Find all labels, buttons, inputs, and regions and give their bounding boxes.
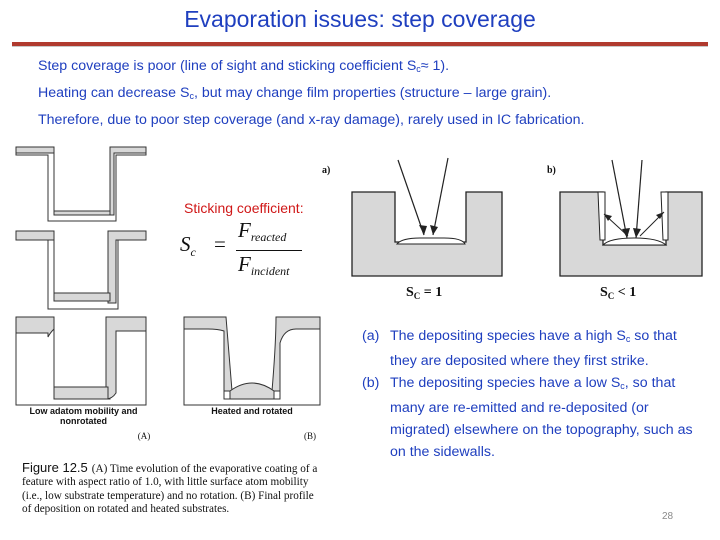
formula-denominator-sub: incident: [250, 264, 290, 278]
slide-title: Evaporation issues: step coverage: [184, 6, 536, 32]
formula-lhs-sub: c: [190, 245, 196, 259]
panel-a-tag: a): [322, 165, 331, 176]
intro-line-3: Therefore, due to poor step coverage (an…: [38, 112, 585, 128]
panel-a-sc: S: [406, 285, 414, 300]
note-a-marker: (a): [362, 328, 380, 344]
panel-b-sc-value: < 1: [614, 285, 637, 300]
label-heated-rotated: Heated and rotated: [211, 406, 293, 416]
intro-line-2-text: Heating can decrease S: [38, 85, 190, 101]
notes-list: (a) The depositing species have a high S…: [362, 325, 702, 463]
formula-numerator: Freacted: [238, 218, 286, 245]
sticking-formula: Sc = Freacted Fincident: [180, 218, 320, 282]
formula-lhs-symbol: S: [180, 232, 191, 256]
note-a-tail: so that they are deposited where they fi…: [390, 328, 677, 369]
note-a-text: The depositing species have a high S: [390, 328, 626, 344]
page-number: 28: [662, 511, 674, 522]
note-a-sub: c: [625, 334, 631, 344]
intro-text: Step coverage is poor (line of sight and…: [38, 54, 698, 132]
intro-line-1-sub: c: [416, 64, 421, 74]
figure-number: Figure 12.5: [22, 460, 88, 475]
note-b-marker: (b): [362, 375, 380, 391]
tag-b: (B): [304, 431, 316, 441]
trench-profiles-drawing: [15, 146, 321, 406]
sticking-coefficient-label: Sticking coefficient:: [184, 200, 304, 216]
panel-a-sc-label: SC = 1: [406, 285, 442, 301]
tag-a: (A): [137, 431, 151, 441]
intro-line-2-sub: c: [189, 91, 194, 101]
intro-line-1: Step coverage is poor (line of sight and…: [38, 54, 698, 81]
formula-lhs: Sc: [180, 232, 196, 260]
note-b-text: The depositing species have a low S: [390, 375, 621, 391]
note-b-sub: c: [620, 381, 625, 391]
panel-b-tag: b): [547, 165, 556, 176]
panel-a-drawing: [351, 157, 503, 277]
formula-denominator: Fincident: [238, 252, 289, 279]
title-divider: [12, 42, 708, 47]
formula-fraction-bar: [236, 250, 302, 252]
intro-line-1-tail: ≈ 1).: [420, 58, 450, 74]
note-a: (a) The depositing species have a high S…: [362, 325, 702, 372]
formula-equals: =: [214, 232, 226, 256]
label-low-adatom: Low adatom mobility and nonrotated: [29, 406, 138, 426]
intro-line-2-tail: , but may change film properties (struct…: [193, 85, 552, 101]
figure-caption-text: (A) Time evolution of the evaporative co…: [22, 463, 318, 516]
panel-b-drawing: [559, 159, 703, 277]
figure-caption: Figure 12.5(A) Time evolution of the eva…: [22, 461, 322, 517]
panel-b-sc-sub: C: [607, 291, 615, 301]
panel-b-sc: S: [600, 285, 608, 300]
note-b: (b) The depositing species have a low Sc…: [362, 372, 702, 463]
formula-numerator-sub: reacted: [250, 230, 287, 244]
step-coverage-figure: Low adatom mobility and nonrotated (A) H…: [12, 143, 342, 453]
panel-a-sc-value: = 1: [420, 285, 443, 300]
intro-line-1-text: Step coverage is poor (line of sight and…: [38, 58, 417, 74]
intro-line-2: Heating can decrease Sc, but may change …: [38, 81, 698, 108]
panel-a-sc-sub: C: [413, 291, 421, 301]
panel-b-sc-label: SC < 1: [600, 285, 636, 301]
note-b-tail: , so that many are re-emitted and re-dep…: [390, 375, 693, 460]
formula-numerator-symbol: F: [238, 218, 251, 242]
formula-denominator-symbol: F: [238, 252, 251, 276]
